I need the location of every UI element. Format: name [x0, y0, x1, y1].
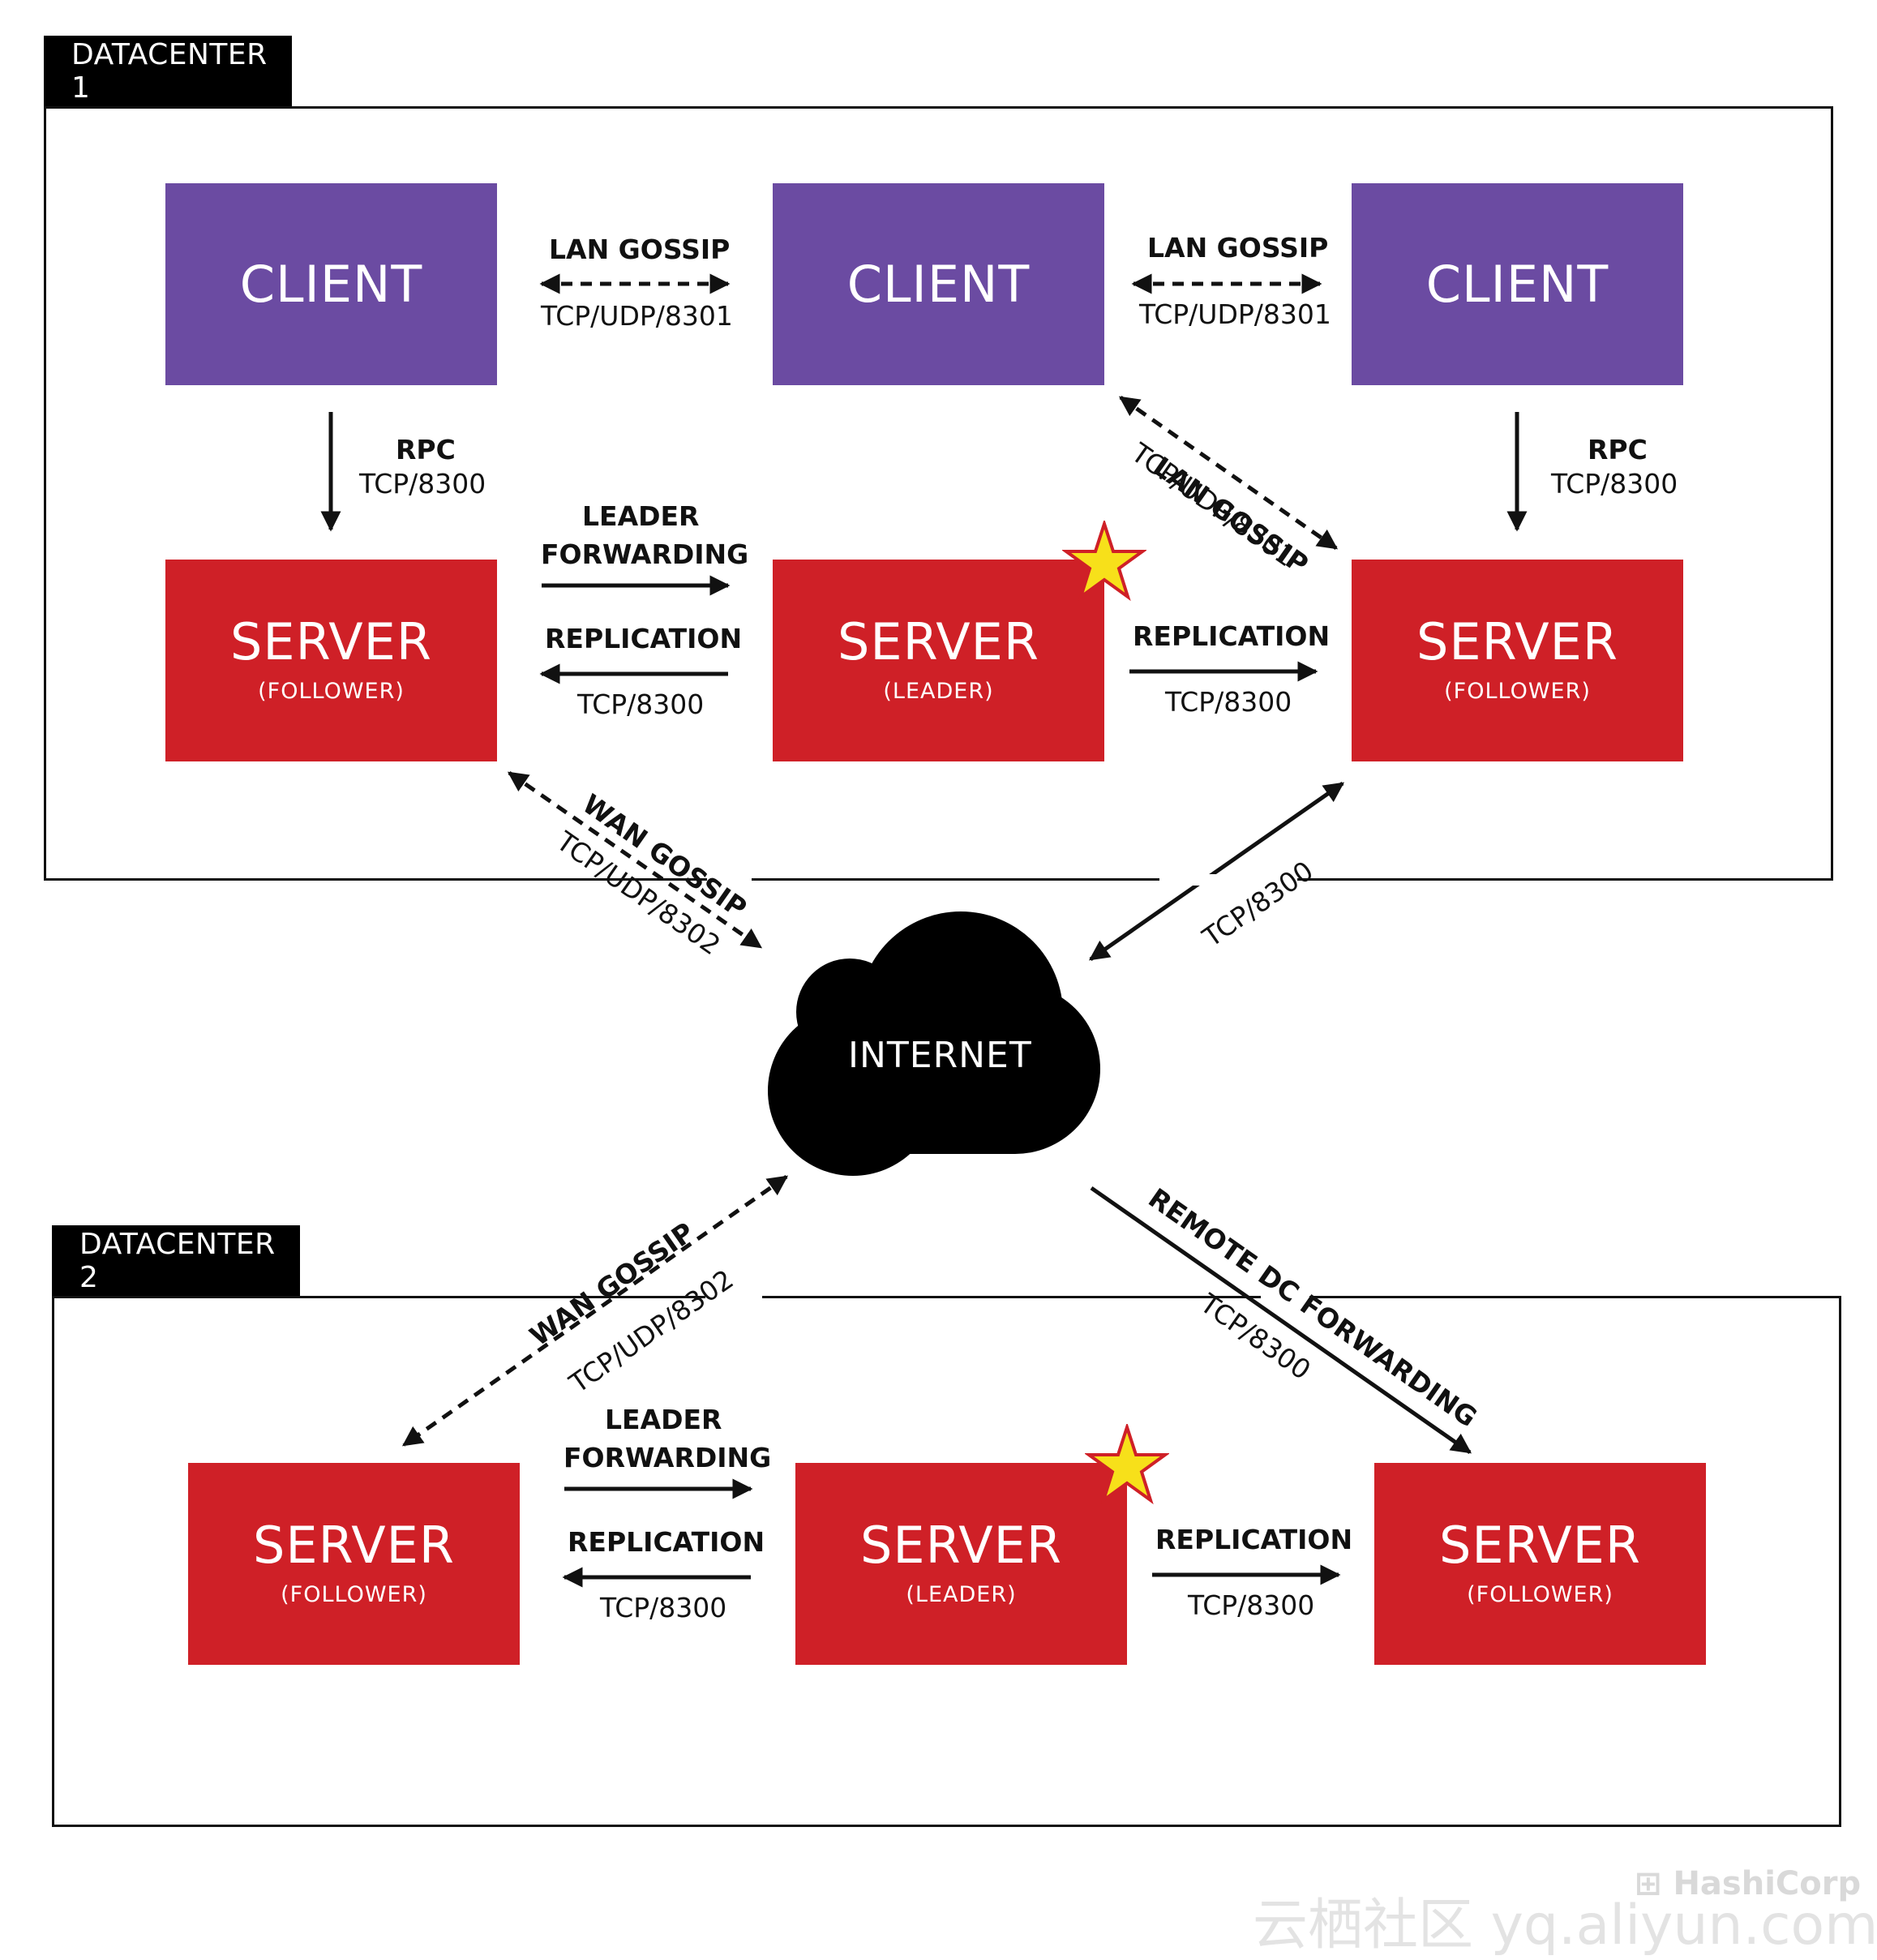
dc1-server-follower-left[interactable]: SERVER (FOLLOWER) — [165, 560, 497, 761]
hashicorp-watermark: ⊞ HashiCorp — [1635, 1865, 1861, 1902]
server-label: SERVER — [1439, 1516, 1641, 1575]
rpc-port-right: TCP/8300 — [1551, 468, 1678, 500]
internet-tcp-arrow — [1088, 781, 1345, 962]
dc2-server-follower-left[interactable]: SERVER (FOLLOWER) — [188, 1463, 520, 1665]
server-role: (LEADER) — [883, 679, 994, 704]
dc1-client-middle[interactable]: CLIENT — [773, 183, 1104, 385]
dc1-server-follower-right[interactable]: SERVER (FOLLOWER) — [1352, 560, 1683, 761]
dc2-replication-right-port: TCP/8300 — [1188, 1589, 1315, 1621]
server-label: SERVER — [860, 1516, 1062, 1575]
datacenter-2-frame — [52, 1296, 1841, 1827]
lan-gossip-port-2: TCP/UDP/8301 — [1139, 298, 1331, 330]
remote-dc-forwarding-arrow — [1090, 1186, 1472, 1455]
client-label: CLIENT — [846, 254, 1031, 314]
datacenter-2-label: DATACENTER 2 — [52, 1225, 300, 1296]
site-watermark: 云栖社区 yq.aliyun.com — [1253, 1894, 1877, 1958]
dc2-replication-right-title: REPLICATION — [1155, 1524, 1353, 1555]
server-role: (LEADER) — [906, 1582, 1017, 1607]
server-label: SERVER — [230, 612, 432, 671]
dc2-replication-left-title: REPLICATION — [568, 1526, 765, 1558]
dc1-client-left[interactable]: CLIENT — [165, 183, 497, 385]
dc2-server-leader[interactable]: SERVER (LEADER) — [795, 1463, 1127, 1665]
hashicorp-logo-icon: ⊞ — [1635, 1865, 1662, 1902]
lan-gossip-title-2: LAN GOSSIP — [1147, 232, 1329, 264]
dc1-server-leader[interactable]: SERVER (LEADER) — [773, 560, 1104, 761]
dc1-replication-right-port: TCP/8300 — [1165, 686, 1292, 718]
dc1-replication-left-port: TCP/8300 — [577, 688, 705, 720]
dc1-client-right[interactable]: CLIENT — [1352, 183, 1683, 385]
dc2-server-follower-right[interactable]: SERVER (FOLLOWER) — [1374, 1463, 1706, 1665]
rpc-title-right: RPC — [1588, 434, 1648, 465]
hashicorp-brand-text: HashiCorp — [1673, 1865, 1862, 1902]
dc2-wan-gossip-arrow — [401, 1174, 789, 1447]
server-role: (FOLLOWER) — [281, 1582, 427, 1607]
internet-label: INTERNET — [848, 1035, 1032, 1076]
dc2-leader-forwarding-title-line2: FORWARDING — [564, 1442, 772, 1473]
server-label: SERVER — [1416, 612, 1618, 671]
lan-gossip-diagonal-arrow — [1118, 395, 1339, 551]
server-role: (FOLLOWER) — [1444, 679, 1591, 704]
dc2-replication-left-port: TCP/8300 — [600, 1592, 727, 1623]
internet-cloud-icon — [768, 911, 1100, 1176]
server-role: (FOLLOWER) — [258, 679, 405, 704]
dc2-leader-forwarding-title-line1: LEADER — [605, 1404, 722, 1435]
dc1-replication-right-title: REPLICATION — [1133, 620, 1331, 652]
dc1-leader-forwarding-title-line2: FORWARDING — [541, 538, 749, 570]
dc1-replication-left-title: REPLICATION — [545, 623, 743, 654]
dc1-leader-forwarding-title-line1: LEADER — [582, 500, 700, 532]
dc2-leader-star-icon — [1085, 1424, 1169, 1505]
client-label: CLIENT — [239, 254, 423, 314]
rpc-title-left: RPC — [396, 434, 456, 465]
server-label: SERVER — [838, 612, 1039, 671]
dc1-wan-gossip-arrow — [507, 770, 763, 950]
client-label: CLIENT — [1425, 254, 1609, 314]
rpc-port-left: TCP/8300 — [359, 468, 486, 500]
datacenter-1-label: DATACENTER 1 — [44, 36, 292, 106]
dc1-leader-star-icon — [1062, 521, 1146, 602]
server-label: SERVER — [253, 1516, 455, 1575]
datacenter-1-frame — [44, 106, 1833, 881]
server-role: (FOLLOWER) — [1467, 1582, 1613, 1607]
lan-gossip-port-1: TCP/UDP/8301 — [541, 300, 733, 332]
lan-gossip-title-1: LAN GOSSIP — [549, 234, 731, 265]
